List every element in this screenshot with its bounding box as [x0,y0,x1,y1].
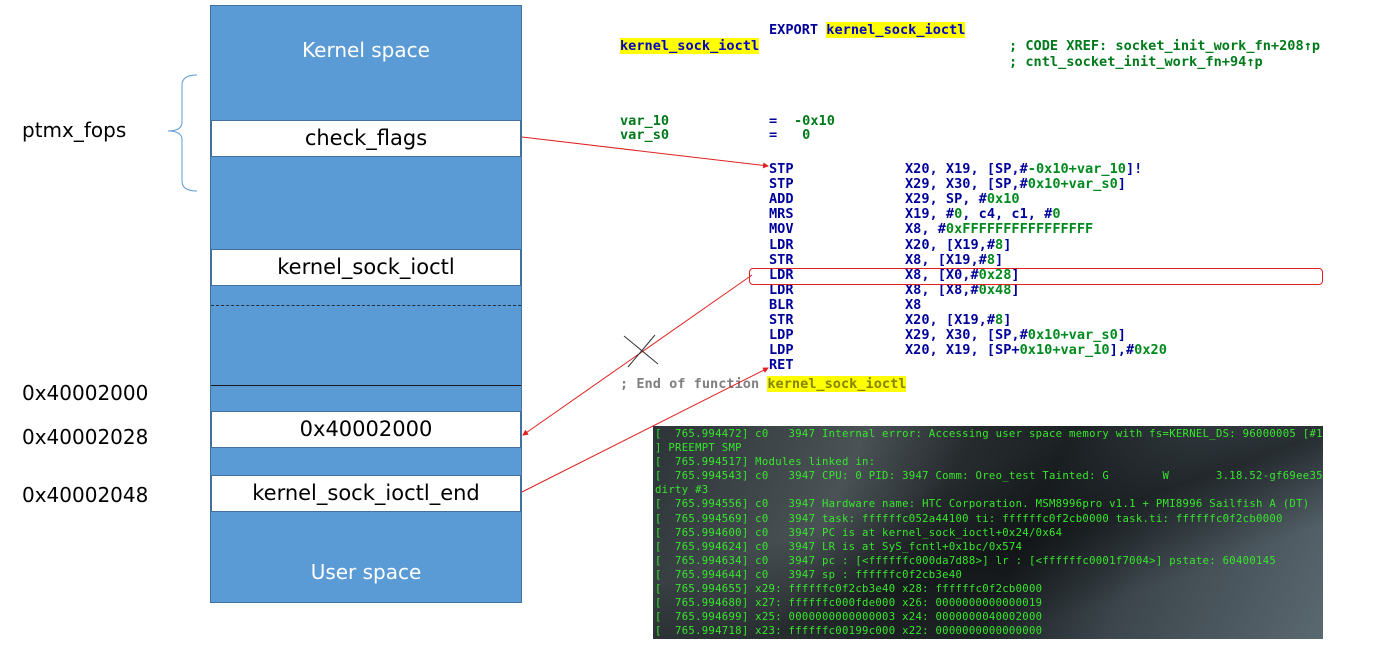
crash-log-line: [ 765.994543] c0 3947 CPU: 0 PID: 3947 C… [655,470,1323,483]
instruction-operands: X20, X19, [SP+0x10+var_10],#0x20 [905,342,1167,359]
instruction-operands: X19, #0, c4, c1, #0 [905,206,1061,223]
instruction-mnemonic: STP [769,176,794,193]
end-comment-text: ; End of function [620,376,768,392]
instruction-operands: X29, X30, [SP,#0x10+var_s0] [905,327,1126,344]
instruction-mnemonic: LDR [769,236,794,253]
instruction-operands: X20, [X19,#8] [905,236,1012,253]
end-of-function-comment: ; End of function kernel_sock_ioctl [620,376,907,392]
instruction-operands: X8, [X0,#0x28] [905,266,1020,283]
crash-log-line: [ 765.994569] c0 3947 task: ffffffc052a4… [655,512,1283,525]
crash-log-line: dirty #3 [655,484,709,497]
function-label: kernel_sock_ioctl [620,38,760,54]
end-function-name: kernel_sock_ioctl [767,376,907,392]
fake-pointer-arrow [522,274,753,436]
instruction-operands: X8, #0xFFFFFFFFFFFFFFFF [905,221,1094,238]
export-function-name: kernel_sock_ioctl [826,22,966,38]
slot-check-flags: check_flags [211,120,521,157]
export-line: EXPORT kernel_sock_ioctl [769,22,966,38]
kernel-space-label: Kernel space [302,38,430,62]
instruction-operands: X20, [X19,#8] [905,312,1012,328]
crash-log-line: ] PREEMPT SMP [655,442,742,455]
crash-log-line: [ 765.994600] c0 3947 PC is at kernel_so… [655,526,1063,539]
instruction-mnemonic: STP [769,161,794,177]
function-name: kernel_sock_ioctl [620,38,760,54]
slot-kernel-sock-ioctl-end: kernel_sock_ioctl_end [211,475,521,512]
address-label: 0x40002028 [22,425,149,449]
instruction-operands: X29, SP, #0x10 [905,191,1020,208]
var-name: var_10 [620,113,670,129]
instruction-operands: X8 [905,296,922,313]
var-value: -0x10 [794,113,835,129]
crash-log-line: [ 765.994718] x23: ffffffc00199c000 x22:… [655,625,1043,638]
crash-log-lines: [ 765.994472] c0 3947 Internal error: Ac… [655,427,1323,639]
dashed-separator [211,305,521,306]
instruction-mnemonic: STR [769,251,794,268]
var-name: var_s0 [620,127,670,143]
user-space-label: User space [310,560,422,584]
crash-log-line: [ 765.994735] x21: 0000000000000004 x20:… [655,638,1323,639]
instruction-mnemonic: ADD [769,191,794,208]
kernel-crash-log: [ 765.994472] c0 3947 Internal error: Ac… [653,426,1323,639]
instruction-mnemonic: STR [769,312,794,328]
x-mark-icon [627,334,656,368]
address-label: 0x40002048 [22,483,149,507]
x-mark-icon [623,335,659,365]
export-directive: EXPORT [769,22,819,38]
instruction-mnemonic: LDP [769,342,794,359]
instruction-operands: X8, [X19,#8] [905,251,1004,268]
var-equals: = [769,127,778,143]
xref-comment: ; cntl_socket_init_work_fn+94↑p [1009,54,1263,70]
crash-log-line: [ 765.994644] c0 3947 sp : ffffffc0f2cb3… [655,568,963,581]
crash-log-line: [ 765.994680] x27: ffffffc000fde000 x26:… [655,597,1043,610]
kernel-user-boundary [211,385,521,386]
instruction-mnemonic: MRS [769,206,794,223]
address-label: 0x40002000 [22,381,149,405]
crash-log-line: [ 765.994634] c0 3947 pc : [<ffffffc000d… [655,554,1277,567]
var-value: 0 [794,127,811,143]
ptmx-fops-label: ptmx_fops [22,118,127,142]
instruction-operands: X8, [X8,#0x48] [905,281,1020,298]
instruction-operands: X29, X30, [SP,#0x10+var_s0] [905,176,1126,193]
crash-log-line: [ 765.994624] c0 3947 LR is at SyS_fcntl… [655,540,1023,553]
instruction-operands: X20, X19, [SP,#-0x10+var_10]! [905,161,1143,177]
instruction-mnemonic: MOV [769,221,794,238]
crash-log-line: [ 765.994517] Modules linked in: [655,456,876,469]
instruction-mnemonic: LDR [769,281,794,298]
slot-fake-pointer: 0x40002000 [211,411,521,448]
xref-comment: ; CODE XREF: socket_init_work_fn+208↑p [1009,38,1320,54]
instruction-mnemonic: BLR [769,296,794,313]
crash-log-line: [ 765.994556] c0 3947 Hardware name: HTC… [655,498,1310,511]
crash-log-line: [ 765.994699] x25: 0000000000000003 x24:… [655,611,1043,624]
instruction-mnemonic: RET [769,357,794,374]
crash-log-line: [ 765.994655] x29: ffffffc0f2cb3e40 x28:… [655,583,1043,596]
instruction-mnemonic: LDR [769,266,794,283]
instruction-mnemonic: LDP [769,327,794,344]
memory-layout-column: Kernel space check_flags kernel_sock_ioc… [210,5,522,603]
crash-log-line: [ 765.994472] c0 3947 Internal error: Ac… [655,428,1323,440]
highlighted-instruction-box [749,268,1323,285]
slot-kernel-sock-ioctl: kernel_sock_ioctl [211,249,521,286]
var-equals: = [769,113,778,129]
ptmx-fops-brace [167,74,198,192]
